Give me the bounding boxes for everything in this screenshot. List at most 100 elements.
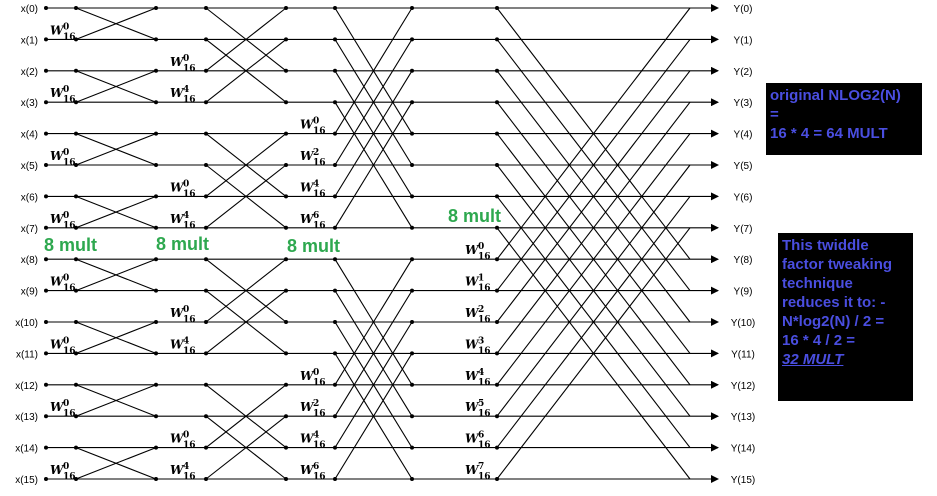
twiddle-base: W bbox=[300, 212, 315, 226]
output-label: Y(7) bbox=[734, 224, 753, 235]
input-label: x(1) bbox=[21, 35, 38, 46]
node-dot bbox=[154, 414, 158, 419]
butterfly-wire bbox=[334, 70, 413, 197]
node-dot bbox=[495, 288, 499, 293]
node-dot bbox=[74, 257, 78, 262]
twiddle-base: W bbox=[465, 463, 480, 477]
node-dot bbox=[44, 194, 48, 199]
node-dot bbox=[410, 194, 414, 199]
output-label: Y(11) bbox=[731, 349, 755, 360]
node-dot bbox=[154, 131, 158, 136]
node-dot bbox=[204, 163, 208, 167]
node-dot bbox=[495, 225, 499, 230]
twiddle-subscript: 16 bbox=[183, 472, 196, 482]
node-dot bbox=[333, 225, 337, 230]
butterfly-wire bbox=[496, 227, 691, 480]
node-dot bbox=[495, 351, 499, 356]
output-label: Y(10) bbox=[731, 318, 755, 329]
node-dot bbox=[154, 225, 158, 230]
node-dot bbox=[333, 163, 337, 167]
input-label: x(13) bbox=[15, 412, 38, 423]
node-dot bbox=[410, 257, 414, 262]
twiddle-subscript: 16 bbox=[183, 221, 196, 231]
butterfly-wire bbox=[334, 258, 413, 386]
node-dot bbox=[333, 131, 337, 136]
mult-label-stage-3: 8 mult bbox=[287, 236, 340, 256]
node-dot bbox=[495, 68, 499, 73]
twiddle-base: W bbox=[50, 149, 65, 163]
twiddle-subscript: 16 bbox=[63, 284, 76, 294]
note-bottom-line-6: 16 * 4 / 2 = bbox=[782, 332, 855, 349]
twiddle-base: W bbox=[170, 337, 185, 351]
node-dot bbox=[154, 163, 158, 167]
node-dot bbox=[284, 68, 288, 73]
twiddle-exponent: 0 bbox=[313, 368, 319, 378]
node-dot bbox=[410, 163, 414, 167]
node-dot bbox=[204, 351, 208, 356]
twiddle-base: W bbox=[50, 400, 65, 414]
node-dot bbox=[333, 382, 337, 387]
twiddle-subscript: 16 bbox=[183, 441, 196, 451]
twiddle-subscript: 16 bbox=[478, 378, 491, 388]
twiddle-subscript: 16 bbox=[183, 346, 196, 356]
note-top-line-3: 16 * 4 = 64 MULT bbox=[770, 125, 888, 142]
input-label: x(9) bbox=[21, 287, 38, 298]
note-bottom-line-4: reduces it to: - bbox=[782, 294, 886, 311]
node-dot bbox=[284, 477, 288, 481]
node-dot bbox=[333, 351, 337, 356]
twiddle-subscript: 16 bbox=[313, 189, 326, 199]
node-dot bbox=[154, 351, 158, 356]
twiddle-exponent: 4 bbox=[183, 462, 189, 472]
node-dot bbox=[333, 445, 337, 450]
twiddle-subscript: 16 bbox=[63, 95, 76, 105]
twiddle-exponent: 0 bbox=[63, 462, 69, 472]
input-label: x(0) bbox=[21, 4, 38, 15]
butterfly-wire bbox=[75, 195, 157, 229]
node-dot bbox=[44, 257, 48, 262]
node-dot bbox=[44, 6, 48, 10]
twiddle-subscript: 16 bbox=[313, 472, 326, 482]
butterfly-wire bbox=[334, 101, 413, 229]
node-dot bbox=[495, 131, 499, 136]
note-bottom-line-3: technique bbox=[782, 275, 853, 292]
butterfly-wire bbox=[334, 7, 413, 134]
twiddle-base: W bbox=[300, 149, 315, 163]
twiddle-exponent: 0 bbox=[63, 336, 69, 346]
node-dot bbox=[44, 351, 48, 356]
node-dot bbox=[333, 320, 337, 324]
twiddle-subscript: 16 bbox=[478, 409, 491, 419]
twiddle-exponent: 2 bbox=[313, 399, 319, 409]
input-label: x(4) bbox=[21, 130, 38, 141]
node-dot bbox=[284, 445, 288, 450]
twiddle-subscript: 16 bbox=[478, 472, 491, 482]
twiddle-base: W bbox=[300, 369, 315, 383]
twiddle-exponent: 6 bbox=[313, 211, 319, 221]
twiddle-base: W bbox=[465, 275, 480, 289]
twiddle-exponent: 0 bbox=[313, 117, 319, 127]
twiddle-exponent: 4 bbox=[313, 179, 319, 189]
note-top-line-2: = bbox=[770, 106, 779, 123]
input-label: x(7) bbox=[21, 224, 38, 235]
input-label: x(2) bbox=[21, 67, 38, 78]
twiddle-base: W bbox=[300, 432, 315, 446]
node-dot bbox=[74, 445, 78, 450]
note-bottom-line-2: factor tweaking bbox=[782, 256, 893, 273]
butterfly-wire bbox=[75, 133, 157, 166]
twiddle-base: W bbox=[50, 212, 65, 226]
butterfly-wire bbox=[334, 321, 413, 448]
twiddle-subscript: 16 bbox=[313, 127, 326, 137]
twiddle-exponent: 4 bbox=[478, 368, 484, 378]
twiddle-exponent: 0 bbox=[63, 211, 69, 221]
note-top-line-1: original NLOG2(N) bbox=[770, 87, 901, 104]
twiddle-base: W bbox=[170, 55, 185, 69]
node-dot bbox=[333, 257, 337, 262]
